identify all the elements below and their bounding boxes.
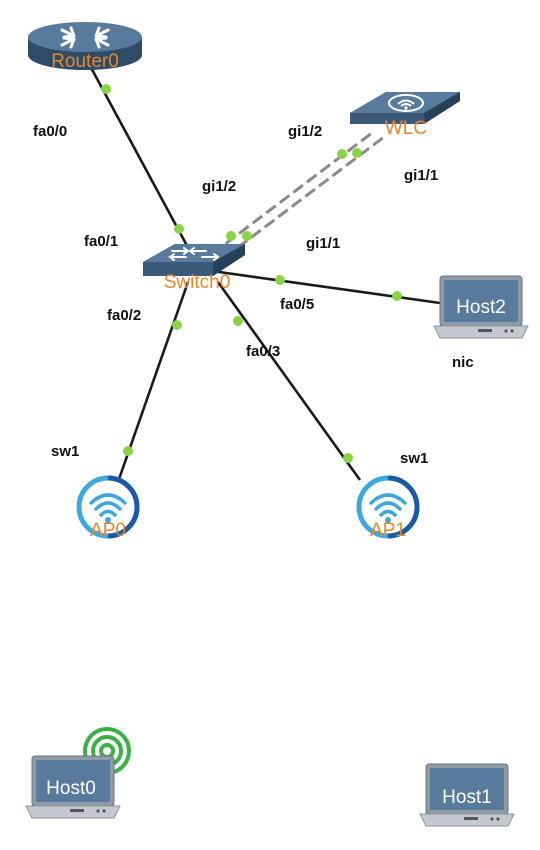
link-endpoints [101,84,402,463]
link-dot [275,275,285,285]
ap0-device[interactable]: AP0 [76,475,140,541]
wifi-icon [89,493,127,517]
link-dot [233,316,243,326]
switch-arrows-icon [168,247,220,261]
switch0-device[interactable]: Switch0 [143,244,245,293]
port-label-router-fa00: fa0/0 [33,123,67,140]
link-dot [174,224,184,234]
link-dot [172,320,182,330]
port-label-switch-fa01: fa0/1 [84,233,118,250]
wlc-label: WLC [385,118,427,139]
host2-label: Host2 [456,297,506,318]
wifi-icon [388,94,424,112]
port-label-host2-nic: nic [452,354,474,371]
link-dot [352,148,362,158]
link-router0-switch0[interactable] [86,61,194,256]
link-dot [343,453,353,463]
port-labels: fa0/0 fa0/1 gi1/2 gi1/1 gi1/2 gi1/1 fa0/… [33,123,474,467]
link-switch0-host2[interactable] [211,269,441,305]
port-label-wlc-gi12: gi1/2 [288,123,322,140]
link-dot [123,446,133,456]
ap0-label: AP0 [90,520,126,541]
port-label-ap0-sw1: sw1 [51,443,79,460]
link-switch0-ap1[interactable] [216,281,362,481]
router0-device[interactable]: Router0 [28,22,142,72]
host1-label: Host1 [442,787,492,808]
link-dot [101,84,111,94]
router-arrows-icon [60,26,110,49]
host2-device[interactable]: Host2 [433,275,529,339]
host0-device[interactable]: Host0 [25,727,131,819]
wifi-icon [369,493,407,517]
port-label-switch-fa03: fa0/3 [246,343,280,360]
port-label-wlc-gi11: gi1/1 [404,167,438,184]
ap1-device[interactable]: AP1 [356,475,420,541]
link-dot [226,231,236,241]
host0-label: Host0 [46,778,96,799]
link-dot [337,149,347,159]
ap1-label: AP1 [370,520,406,541]
port-label-switch-fa02: fa0/2 [107,307,141,324]
port-label-switch-gi12: gi1/2 [202,178,236,195]
port-label-switch-gi11: gi1/1 [306,235,340,252]
link-dot [242,231,252,241]
host1-device[interactable]: Host1 [419,763,515,827]
port-label-switch-fa05: fa0/5 [280,296,314,313]
port-label-ap1-sw1: sw1 [400,450,428,467]
router0-label: Router0 [51,51,119,72]
link-dot [392,291,402,301]
links [86,61,441,483]
wlc-device[interactable]: WLC [350,92,460,139]
switch0-label: Switch0 [164,272,231,293]
